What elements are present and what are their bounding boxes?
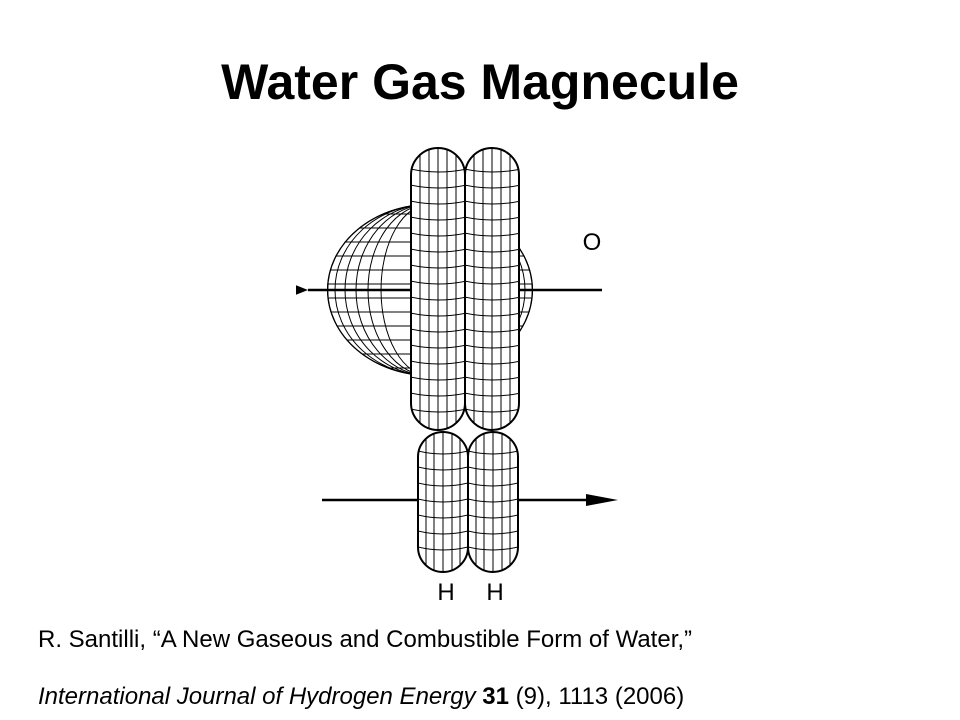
oxygen-label: O [583,229,602,256]
hydrogen-label-right: H [486,579,503,606]
citation-author-title: R. Santilli, “A New Gaseous and Combusti… [38,626,693,653]
citation-journal-line: International Journal of Hydrogen Energy… [38,683,684,711]
hydrogen-atom-left [417,431,469,573]
upper-torus-left [410,147,466,431]
hydrogen-label-left: H [437,579,454,606]
hydrogen-atom-right [467,431,519,573]
citation-journal: International Journal of Hydrogen Energy [38,683,476,710]
slide-title: Water Gas Magnecule [221,54,739,110]
citation-issue-pages-year: (9), 1113 (2006) [515,683,685,710]
magnecule-diagram: O [283,138,626,608]
citation-volume: 31 [482,683,509,710]
upper-torus-right [464,147,520,431]
hydrogen-arrowhead [586,494,618,506]
